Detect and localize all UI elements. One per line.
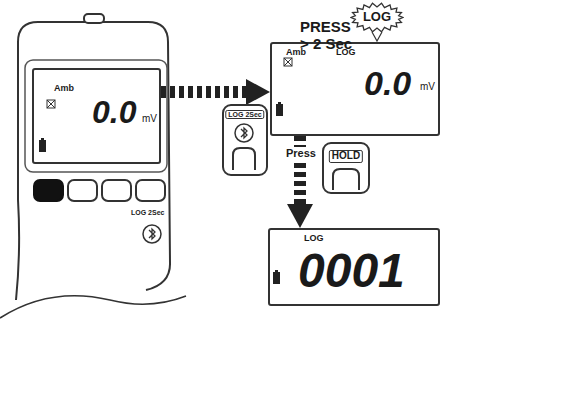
callout-bubble: LOG — [350, 2, 404, 33]
meter-nub — [84, 14, 104, 23]
meter-button — [136, 180, 165, 201]
display-text: LOG — [304, 234, 324, 243]
mode-icon — [47, 100, 55, 108]
display-text: LOG — [363, 10, 391, 24]
callout-pointer — [372, 32, 382, 41]
meter-button — [34, 180, 63, 201]
display-text: Amb — [54, 84, 74, 93]
display-text: mV — [142, 114, 157, 125]
display-text: 0.0 — [364, 66, 411, 102]
instruction-text: PRESS > 2 Sec — [300, 18, 362, 53]
meter-button — [102, 180, 131, 201]
bluetooth-icon — [149, 229, 155, 239]
mode-icon — [47, 100, 55, 108]
display-frame — [25, 60, 167, 172]
meter-body — [16, 22, 170, 300]
bluetooth-icon — [235, 124, 253, 142]
button-label: LOG 2Sec — [131, 209, 164, 217]
display-box: HOLD — [322, 142, 370, 194]
bluetooth-icon — [241, 128, 247, 138]
arrow-connector — [161, 86, 246, 98]
mode-icon — [284, 58, 292, 66]
mode-icon — [284, 58, 292, 66]
display-text: LOG 2Sec — [225, 110, 264, 119]
display-box: Amb 0.0 mV — [32, 68, 161, 164]
display-text: mV — [420, 82, 435, 93]
display-box: AmbLOG0.0mV — [270, 42, 440, 136]
meter-button — [68, 180, 97, 201]
battery-icon — [278, 102, 281, 104]
instruction-text: Press — [284, 147, 318, 160]
battery-icon — [39, 140, 46, 152]
display-text: HOLD — [329, 150, 363, 163]
display-text: 0001 — [298, 246, 405, 296]
battery-icon — [273, 272, 280, 284]
push-button — [333, 169, 359, 190]
callout-outline — [351, 3, 403, 32]
display-text: 0.0 — [92, 96, 136, 130]
battery-icon — [276, 104, 283, 116]
battery-icon — [275, 270, 278, 272]
bluetooth-icon — [143, 225, 161, 243]
display-box: LOG 2Sec — [222, 104, 268, 176]
display-box: LOG 0001 — [268, 228, 440, 306]
push-button — [233, 148, 255, 170]
battery-icon — [41, 138, 44, 140]
hand-outline — [0, 296, 186, 318]
